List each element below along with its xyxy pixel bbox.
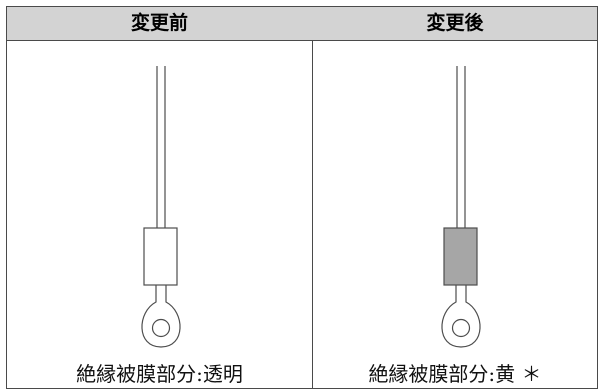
column-divider — [312, 7, 313, 388]
ring-terminal-outline — [141, 285, 181, 348]
insulation-sleeve — [143, 227, 178, 286]
header-before: 変更前 — [130, 12, 188, 34]
ring-terminal-outline — [441, 285, 481, 348]
caption-after: 絶縁被膜部分:黄 ＊ — [368, 362, 542, 386]
terminal-diagram-after — [441, 66, 481, 348]
insulation-sleeve — [443, 227, 478, 286]
header-row: 変更前 変更後 — [7, 7, 597, 41]
ring-terminal-hole — [151, 318, 171, 338]
ring-terminal-hole — [451, 318, 471, 338]
caption-before: 絶縁被膜部分:透明 — [76, 362, 243, 386]
header-after: 変更後 — [426, 12, 484, 34]
comparison-table: 変更前 変更後 絶縁被膜部分:透明 絶縁被膜部分:黄 ＊ — [6, 6, 598, 389]
terminal-diagram-before — [141, 66, 181, 348]
